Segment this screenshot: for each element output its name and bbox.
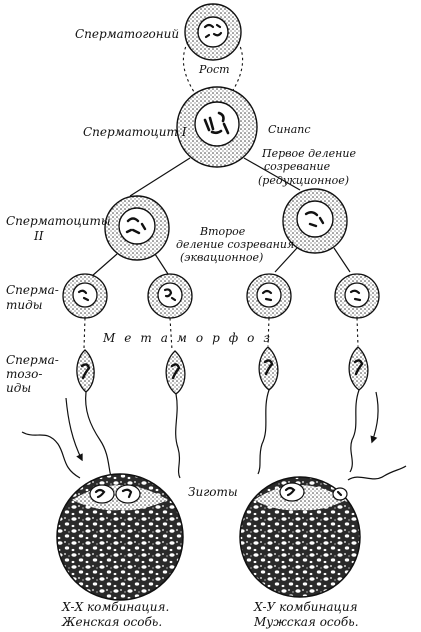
metamorphosis-line-4	[356, 317, 359, 347]
label-second-division: деление созревания	[176, 238, 294, 251]
label-second-division: (эквационное)	[180, 251, 263, 264]
label-spermatozoa: Сперма-	[6, 353, 59, 367]
spermatid-2	[147, 273, 193, 319]
line-to-spermatocyte-2-left	[129, 157, 191, 197]
label-first-division: (редукционное)	[258, 174, 349, 187]
spermatid-3	[246, 273, 292, 319]
line-to-spermatid-1	[91, 253, 118, 277]
label-metamorphosis: Метаморфоз	[102, 331, 279, 345]
arrow-to-zygote-right	[370, 391, 379, 444]
label-first-division: созревание	[264, 160, 331, 173]
spermatid-4	[334, 273, 380, 319]
label-male: Мужская особь.	[253, 615, 359, 629]
zygote-right-sperm-tail	[347, 465, 407, 481]
spermatozoon-2	[165, 350, 186, 479]
spermatocyte-2-left-cell	[104, 195, 170, 261]
label-xy-combination: Х-У комбинация	[253, 600, 358, 614]
label-spermatids: тиды	[6, 298, 43, 312]
label-spermatocytes-2: Сперматоциты	[6, 214, 111, 228]
label-first-division: Первое деление	[261, 147, 357, 160]
line-to-spermatid-4	[333, 247, 351, 273]
label-zygotes: Зиготы	[188, 485, 238, 499]
label-synapsis: Синапс	[268, 123, 311, 136]
label-spermatogonium: Сперматогоний	[75, 27, 179, 41]
line-to-spermatocyte-2-right	[243, 157, 301, 191]
label-spermatozoa: тозо-	[6, 367, 42, 381]
metamorphosis-line-3	[267, 317, 270, 347]
label-spermatocyte-1: Сперматоцит I	[83, 125, 187, 139]
spermatocyte-1-cell	[176, 86, 258, 168]
line-to-spermatid-3	[274, 247, 298, 273]
metamorphosis-line-1	[83, 317, 86, 349]
label-spermatids: Сперма-	[6, 283, 59, 297]
label-second-division: Второе	[199, 225, 246, 238]
spermatocyte-2-right-cell	[282, 188, 348, 254]
spermatozoon-4	[348, 346, 369, 473]
spermatozoon-1	[76, 349, 113, 481]
zygote-left-sperm-tail	[21, 431, 81, 479]
growth-line-left	[182, 41, 197, 96]
zygote-left	[56, 473, 184, 601]
spermatid-1	[62, 273, 108, 319]
label-spermatozoa: иды	[6, 381, 31, 395]
arrow-to-zygote-left	[65, 397, 83, 462]
zygote-right	[239, 476, 361, 598]
spermatozoon-3	[257, 346, 279, 475]
label-xx-combination: Х-Х комбинация.	[61, 600, 169, 614]
label-growth: Рост	[198, 63, 230, 76]
label-spermatocytes-2-roman: II	[33, 229, 44, 243]
label-female: Женская особь.	[61, 615, 162, 629]
spermatogonium-cell	[184, 3, 242, 61]
line-to-spermatid-2	[154, 253, 169, 275]
